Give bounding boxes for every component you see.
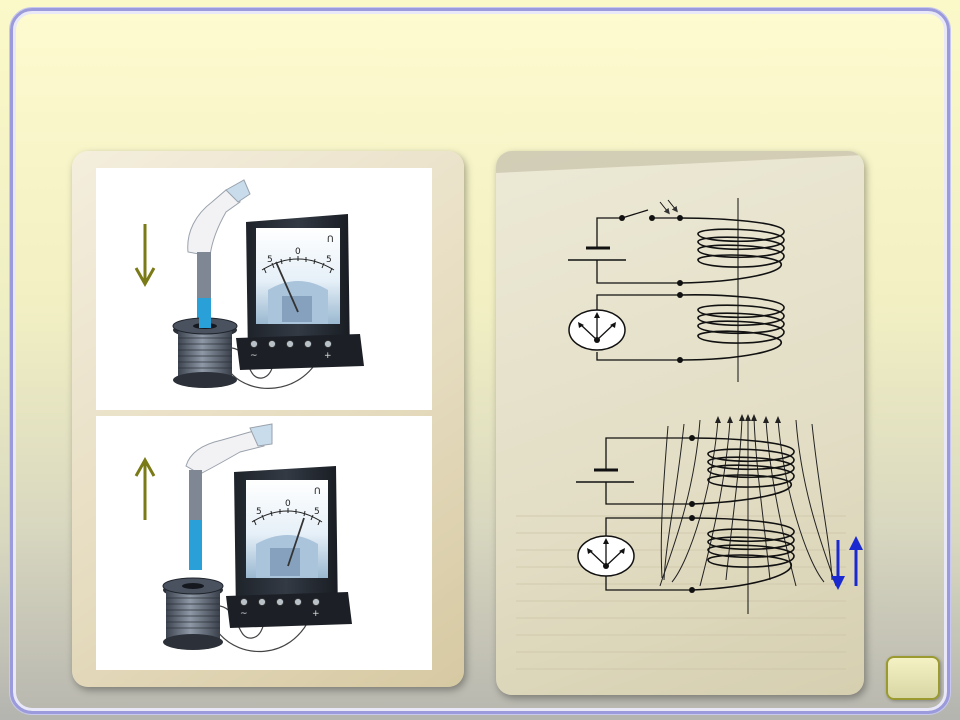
circuit-diagram-bottom xyxy=(576,414,837,614)
battery-symbol-bottom xyxy=(576,468,634,483)
next-slide-button[interactable] xyxy=(886,656,940,700)
meter-bottom-terminal-ac: ~ xyxy=(240,609,248,619)
galvanometer-symbol-bottom xyxy=(577,535,635,577)
circuit-diagram-top xyxy=(568,198,785,382)
coil-bottom xyxy=(162,577,224,650)
meter-bottom-needle xyxy=(287,517,305,567)
induction-diagrams-panel xyxy=(496,151,864,695)
meter-top-scale-right: 5 xyxy=(326,255,332,265)
meter-top-unit-mark: ᑎ xyxy=(327,235,334,245)
galvanometer-top: 5 0 5 ᑎ ~ + xyxy=(236,214,364,370)
magnetic-field-lines xyxy=(659,417,837,587)
up-arrow-icon xyxy=(134,456,156,520)
meter-bottom-unit-mark: ᑎ xyxy=(314,487,321,497)
meter-bottom-scale-right: 5 xyxy=(314,507,320,517)
primary-coil xyxy=(679,217,785,284)
meter-bottom-scale-center: 0 xyxy=(285,499,291,509)
up-down-arrows-icon xyxy=(831,536,863,590)
down-arrow-icon xyxy=(134,224,156,288)
coil-top xyxy=(172,310,238,388)
battery-symbol-top xyxy=(568,246,626,261)
primary-coil-bottom xyxy=(691,437,795,505)
meter-top-terminal-plus: + xyxy=(324,351,332,361)
hand-holding-magnet-top xyxy=(187,179,251,257)
galvanometer-symbol-top xyxy=(568,309,626,351)
hand-holding-magnet-bottom xyxy=(185,423,273,475)
secondary-coil xyxy=(679,294,785,361)
meter-top-terminal-ac: ~ xyxy=(250,351,258,361)
meter-top-scale-center: 0 xyxy=(295,247,301,257)
secondary-coil-bottom xyxy=(691,517,795,591)
meter-top-needle xyxy=(275,261,299,313)
galvanometer-bottom: 5 0 5 ᑎ ~ + xyxy=(226,466,352,628)
bar-magnet-bottom xyxy=(189,470,202,570)
meter-top-scale-left: 5 xyxy=(267,255,273,265)
meter-bottom-terminal-plus: + xyxy=(312,609,320,619)
meter-bottom-scale-left: 5 xyxy=(256,507,262,517)
panel-ruled-lines xyxy=(496,151,864,670)
